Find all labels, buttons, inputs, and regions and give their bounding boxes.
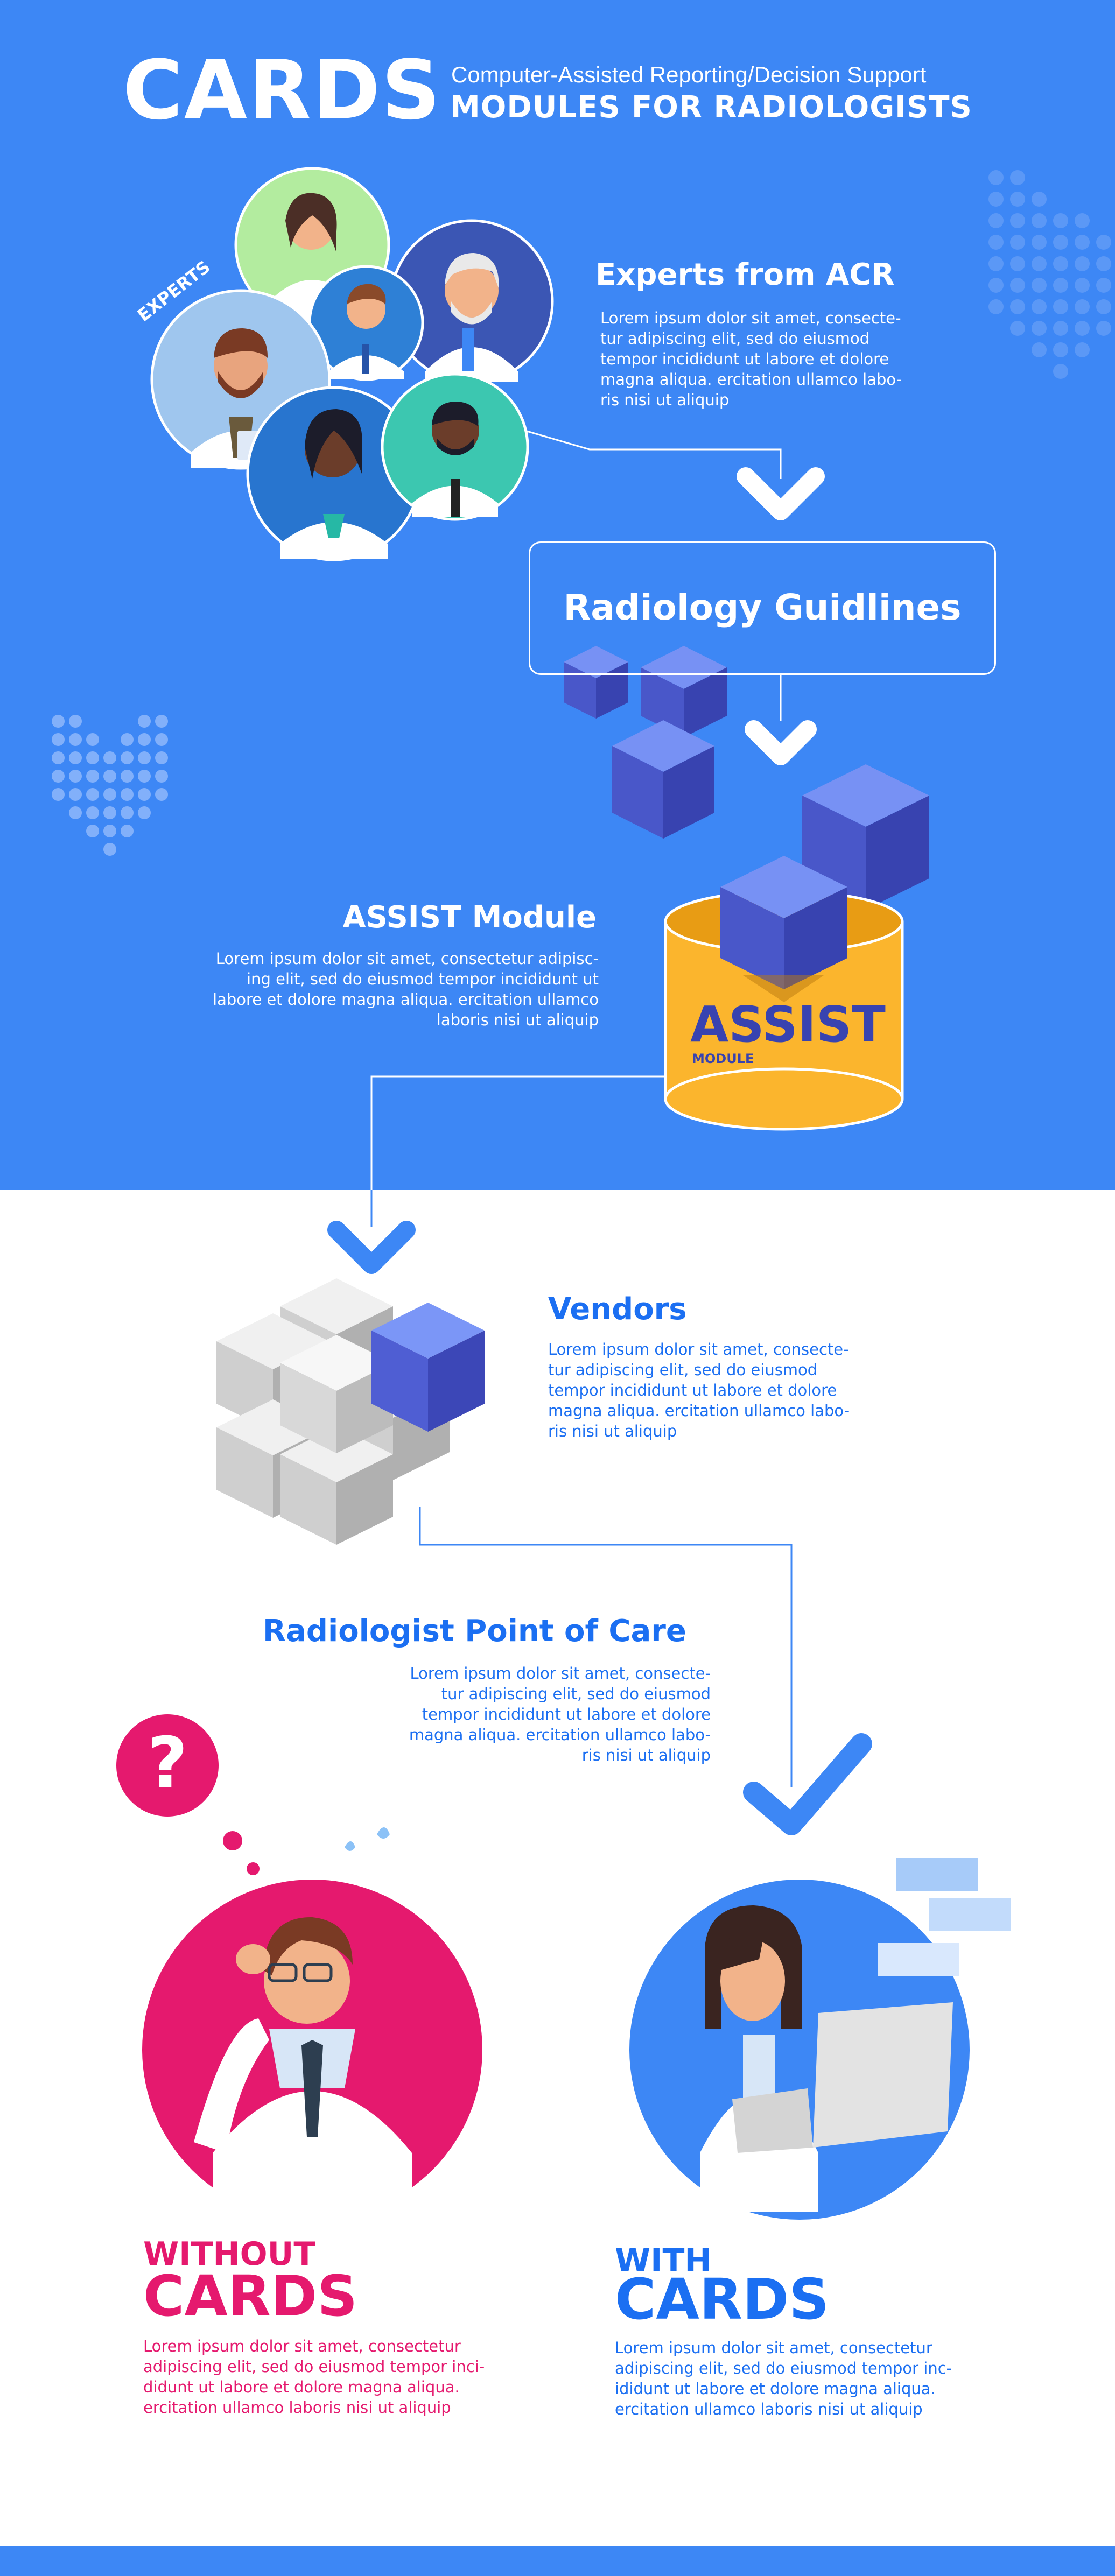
- question-mark-icon: ?: [147, 1722, 188, 1804]
- main-title: CARDS: [123, 43, 441, 138]
- experts-body-line: magna aliqua. ercitation ullamco labo-: [600, 370, 902, 389]
- checkmark-icon: [743, 1733, 872, 1835]
- vendors-body-line: tur adipiscing elit, sed do eiusmod: [548, 1361, 818, 1379]
- point-of-care-body-line: tempor incididunt ut labore et dolore: [422, 1705, 711, 1723]
- vendors-heading: Vendors: [548, 1292, 687, 1327]
- confused-doctor-illustration: [142, 1880, 482, 2226]
- experts-portraits: [150, 167, 554, 561]
- experts-body: Lorem ipsum dolor sit amet, consecte- tu…: [600, 308, 977, 410]
- chevron-down-icon-vendors: [327, 1221, 416, 1274]
- top-background: [0, 0, 1115, 1190]
- without-body-line: didunt ut labore et dolore magna aliqua.: [143, 2378, 460, 2396]
- with-body: Lorem ipsum dolor sit amet, consectetur …: [615, 2338, 1035, 2419]
- radiology-guidelines-label: Radiology Guidlines: [563, 587, 962, 628]
- point-of-care-body-line: ris nisi ut aliquip: [581, 1746, 711, 1764]
- with-cards-label: CARDS: [615, 2267, 830, 2332]
- assist-body-line: laboris nisi ut aliquip: [436, 1011, 599, 1029]
- without-body-line: ercitation ullamco laboris nisi ut aliqu…: [143, 2398, 451, 2417]
- point-of-care-body: Lorem ipsum dolor sit amet, consecte- tu…: [301, 1663, 711, 1765]
- guideline-cubes: [564, 646, 929, 910]
- vendors-body: Lorem ipsum dolor sit amet, consecte- tu…: [548, 1339, 925, 1441]
- without-cards-label: CARDS: [143, 2263, 358, 2329]
- with-body-line: Lorem ipsum dolor sit amet, consectetur: [615, 2339, 932, 2357]
- experts-body-line: tempor incididunt ut labore et dolore: [600, 350, 889, 368]
- flow-connectors: [524, 430, 782, 721]
- assist-body-line: ing elit, sed do eiusmod tempor incididu…: [247, 970, 599, 988]
- point-of-care-heading: Radiologist Point of Care: [263, 1614, 686, 1649]
- subtitle-line-2: MODULES FOR RADIOLOGISTS: [450, 90, 972, 125]
- with-label: WITH: [615, 2242, 712, 2279]
- subtitle-line-1: Computer-Assisted Reporting/Decision Sup…: [451, 62, 927, 87]
- experts-body-line: tur adipiscing elit, sed do eiusmod: [600, 329, 870, 348]
- bottom-bar: [0, 2546, 1115, 2576]
- point-of-care-body-line: Lorem ipsum dolor sit amet, consecte-: [410, 1664, 711, 1683]
- dotted-heart-left: [52, 715, 168, 856]
- point-of-care-body-line: magna aliqua. ercitation ullamco labo-: [409, 1726, 711, 1744]
- question-badge: [116, 1714, 260, 1875]
- dotted-heart-right: [988, 170, 1111, 379]
- vendor-connector: [419, 1507, 793, 1787]
- vendors-body-line: magna aliqua. ercitation ullamco labo-: [548, 1402, 850, 1420]
- vendors-body-line: ris nisi ut aliquip: [548, 1422, 677, 1440]
- with-body-line: ercitation ullamco laboris nisi ut aliqu…: [615, 2400, 923, 2418]
- assist-body-line: Lorem ipsum dolor sit amet, consectetur …: [215, 949, 599, 968]
- without-body-line: adipiscing elit, sed do eiusmod tempor i…: [143, 2357, 485, 2376]
- drum-connector: [370, 1075, 665, 1190]
- experts-body-line: ris nisi ut aliquip: [600, 391, 730, 409]
- assist-body: Lorem ipsum dolor sit amet, consectetur …: [108, 948, 599, 1030]
- experts-heading: Experts from ACR: [595, 257, 895, 292]
- radiology-guidelines-box: [529, 541, 996, 675]
- with-body-line: ididunt ut labore et dolore magna aliqua…: [615, 2380, 936, 2398]
- blue-vendor-cube: [371, 1303, 485, 1432]
- confident-doctor-illustration: [629, 1858, 1011, 2220]
- vendors-body-line: tempor incididunt ut labore et dolore: [548, 1381, 837, 1399]
- chevron-down-icons: [737, 467, 825, 765]
- point-of-care-body-line: tur adipiscing elit, sed do eiusmod: [441, 1685, 711, 1703]
- assist-heading: ASSIST Module: [342, 900, 597, 935]
- vendor-cubes: [216, 1278, 485, 1545]
- with-body-line: adipiscing elit, sed do eiusmod tempor i…: [615, 2359, 952, 2377]
- experts-body-line: Lorem ipsum dolor sit amet, consecte-: [600, 309, 901, 327]
- assist-drum: [664, 856, 904, 1131]
- assist-drum-title: ASSIST: [690, 996, 886, 1053]
- vendors-body-line: Lorem ipsum dolor sit amet, consecte-: [548, 1340, 849, 1359]
- without-body-line: Lorem ipsum dolor sit amet, consectetur: [143, 2337, 461, 2355]
- without-body: Lorem ipsum dolor sit amet, consectetur …: [143, 2336, 563, 2418]
- chat-bubbles-icon: [878, 1858, 1011, 1976]
- assist-body-line: labore et dolore magna aliqua. ercitatio…: [213, 990, 599, 1009]
- assist-drum-subtitle: MODULE: [692, 1051, 754, 1066]
- without-label: WITHOUT: [143, 2235, 316, 2273]
